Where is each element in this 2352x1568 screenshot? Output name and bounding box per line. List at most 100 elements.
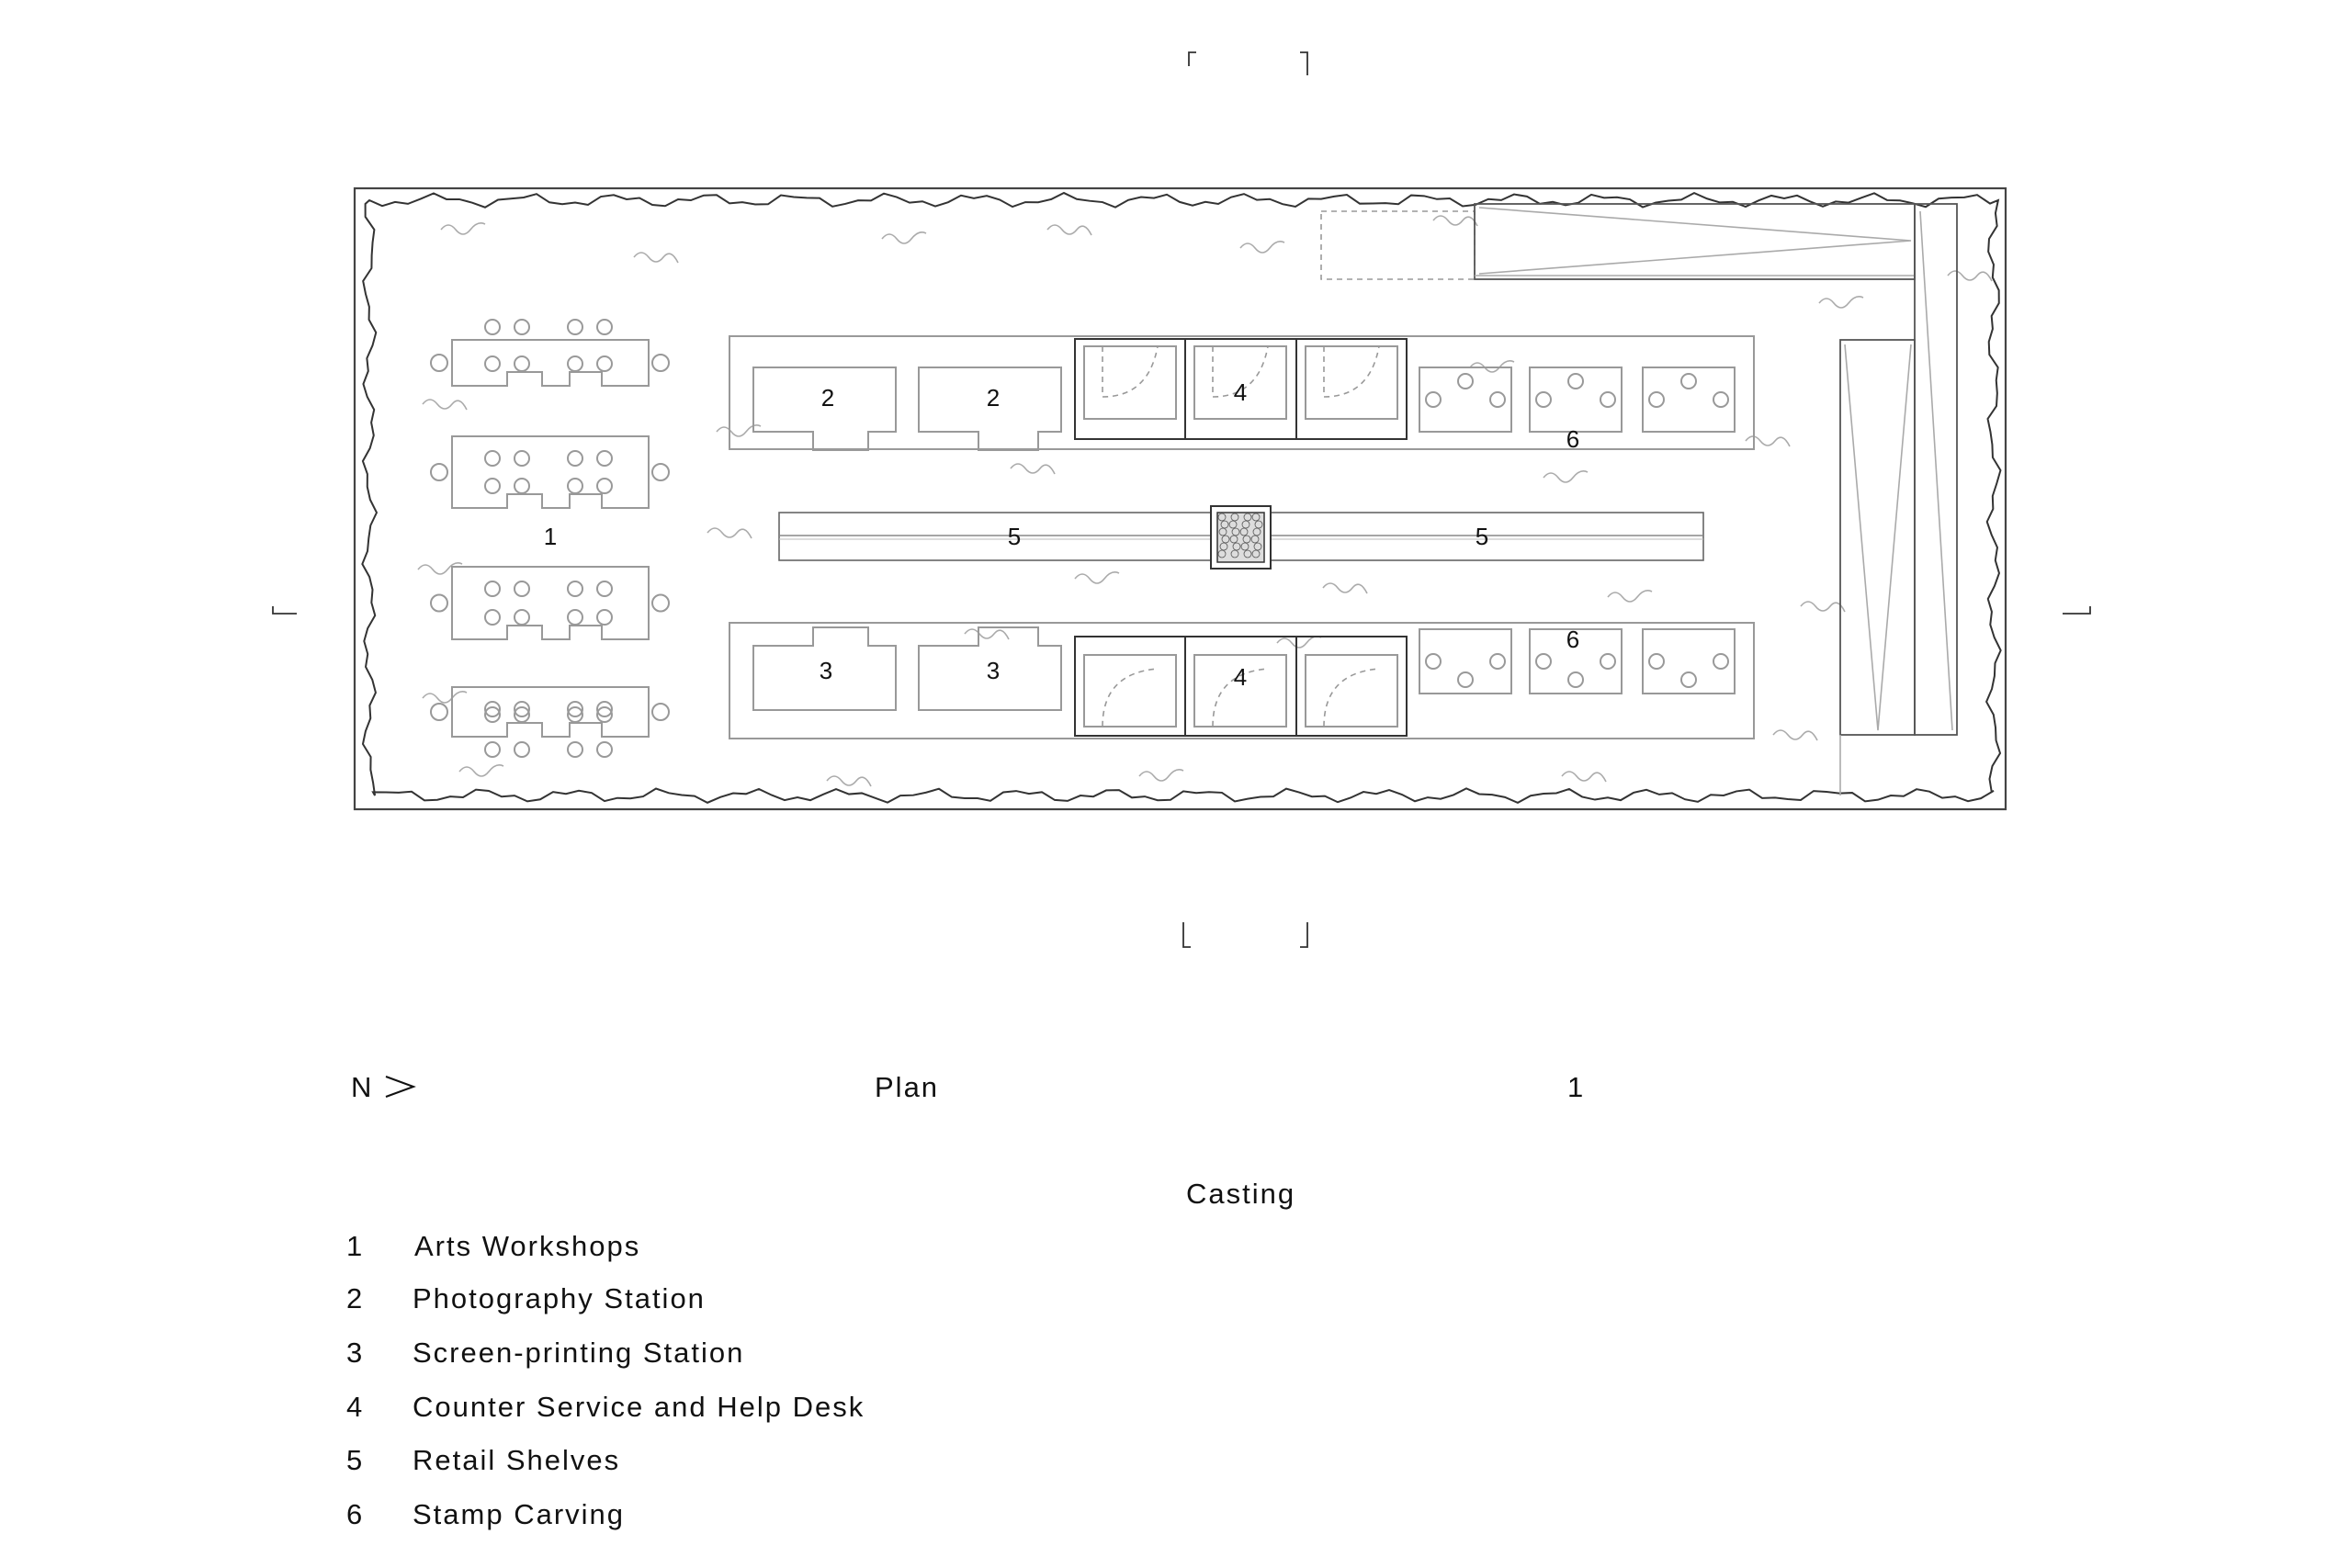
stool xyxy=(1713,391,1729,408)
ground-scribble xyxy=(440,222,486,235)
north-label: N xyxy=(351,1071,373,1103)
service-booth xyxy=(1083,345,1177,420)
stool xyxy=(1425,391,1442,408)
ground-scribble xyxy=(881,231,927,244)
ground-scribble xyxy=(1239,241,1285,254)
gravel-stone xyxy=(1242,535,1251,544)
stool xyxy=(1457,671,1474,688)
legend-label: Arts Workshops xyxy=(414,1230,640,1262)
bottom-block-outline xyxy=(729,622,1755,739)
chair xyxy=(651,703,670,721)
stool xyxy=(1535,653,1552,670)
chair xyxy=(596,701,613,717)
legend-num: 1 xyxy=(346,1230,364,1262)
door-swing xyxy=(1323,345,1380,398)
counter-frame xyxy=(1074,636,1408,737)
zone-label-shelf-a: 5 xyxy=(1008,523,1021,550)
gravel-stone xyxy=(1221,535,1230,544)
zone-label-photography-a: 2 xyxy=(821,384,834,412)
chair xyxy=(567,741,583,758)
service-booth xyxy=(1193,654,1287,728)
top-station-block xyxy=(729,335,1755,451)
chair xyxy=(651,463,670,481)
chair xyxy=(596,355,613,372)
chair xyxy=(596,609,613,626)
chair xyxy=(567,450,583,467)
stool xyxy=(1648,653,1665,670)
service-booth xyxy=(1305,654,1398,728)
legend-label: Counter Service and Help Desk xyxy=(413,1391,865,1423)
ground-scribble xyxy=(1745,435,1791,447)
legend-num: 5 xyxy=(346,1444,364,1476)
gravel-stone xyxy=(1250,535,1260,544)
gravel-stone xyxy=(1229,535,1238,544)
gravel-stone xyxy=(1240,542,1250,551)
chair xyxy=(484,701,501,717)
stool xyxy=(1489,391,1506,408)
chair xyxy=(567,478,583,494)
ramp-top xyxy=(1474,203,1916,280)
zone-label-stamp-bottom: 6 xyxy=(1566,626,1579,653)
door-swing xyxy=(1102,668,1159,728)
zone-label-counter-bottom: 4 xyxy=(1234,663,1247,691)
section-marker-bottom-left xyxy=(1182,922,1191,948)
stamp-carving-table xyxy=(1419,628,1512,694)
chair xyxy=(514,701,530,717)
chair xyxy=(651,593,670,613)
retail-shelves xyxy=(778,505,1704,570)
gravel-stone xyxy=(1217,549,1227,558)
ground-scribble xyxy=(422,691,468,704)
chair xyxy=(430,354,448,372)
gravel-stone xyxy=(1232,542,1241,551)
ground-scribble xyxy=(707,527,752,539)
workshop-table xyxy=(451,566,650,640)
stool xyxy=(1457,373,1474,389)
ground-scribble xyxy=(417,562,463,575)
ground-scribble xyxy=(458,764,504,777)
gravel-stone xyxy=(1252,527,1261,536)
zone-label-photography-b: 2 xyxy=(987,384,1000,412)
ground-scribble xyxy=(1607,590,1653,603)
chair xyxy=(514,581,530,597)
zone-label-counter-top: 4 xyxy=(1234,378,1247,406)
photography-station-a xyxy=(752,367,897,451)
ground-scribble xyxy=(1800,601,1846,613)
gravel-stone xyxy=(1254,520,1263,529)
stool xyxy=(1680,671,1697,688)
gravel-stone xyxy=(1251,513,1261,522)
stool xyxy=(1489,653,1506,670)
chair xyxy=(596,450,613,467)
gravel-stone xyxy=(1230,513,1239,522)
gravel-stone xyxy=(1241,520,1250,529)
legend-label: Retail Shelves xyxy=(413,1444,620,1476)
screen-printing-station-a xyxy=(752,626,897,711)
stamp-carving-table xyxy=(1642,628,1736,694)
ground-scribble xyxy=(1543,470,1589,483)
chair xyxy=(567,609,583,626)
gravel-stone xyxy=(1219,542,1228,551)
section-marker-left xyxy=(272,606,297,615)
gravel-stone xyxy=(1217,513,1227,522)
chair xyxy=(567,701,583,717)
ground-scribble xyxy=(1074,571,1120,584)
gravel-stone xyxy=(1239,527,1249,536)
stool xyxy=(1425,653,1442,670)
legend-num: 4 xyxy=(346,1391,364,1423)
drawing-title: Plan xyxy=(875,1071,939,1103)
ground-scribble xyxy=(1772,729,1818,741)
section-markers xyxy=(272,51,2091,948)
chair xyxy=(514,450,530,467)
chair xyxy=(514,609,530,626)
site-boundary-wavy xyxy=(361,191,2002,805)
chair xyxy=(484,319,501,335)
ground-texture xyxy=(417,215,1993,787)
chair xyxy=(514,478,530,494)
stamp-carving-table xyxy=(1419,367,1512,433)
ground-scribble xyxy=(1138,769,1184,782)
service-booth xyxy=(1083,654,1177,728)
gravel-stone xyxy=(1231,527,1240,536)
chair xyxy=(567,706,583,723)
counter-frame xyxy=(1074,338,1408,440)
arts-workshop-tables xyxy=(430,319,670,758)
